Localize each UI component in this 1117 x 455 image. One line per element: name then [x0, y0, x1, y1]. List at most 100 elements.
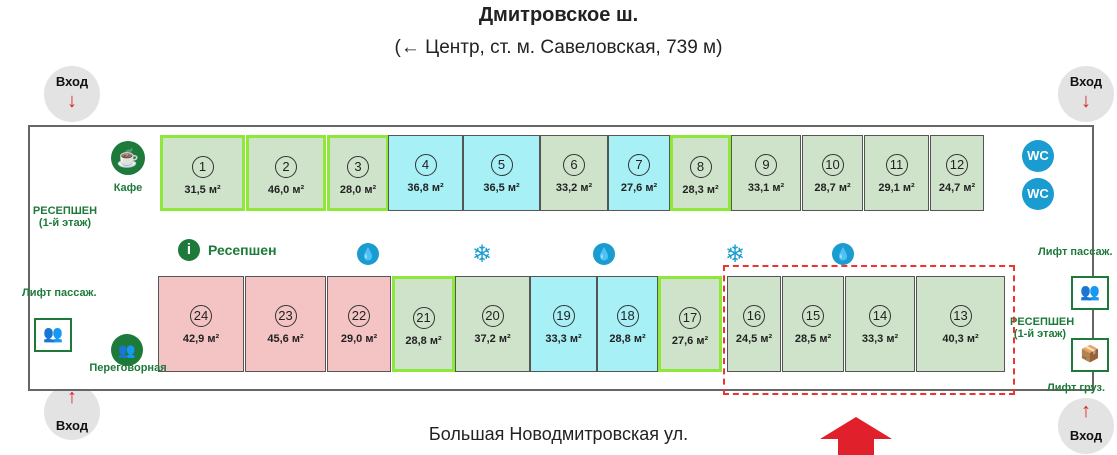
lift-cargo-label: Лифт груз. — [1047, 382, 1106, 394]
arrow-down-icon: ↓ — [67, 90, 77, 112]
office-24[interactable]: 24 42,9 м² — [158, 276, 244, 372]
office-number: 5 — [490, 154, 513, 176]
office-area: 33,3 м² — [861, 333, 899, 345]
office-area: 33,1 м² — [747, 182, 785, 194]
office-number: 15 — [802, 305, 824, 327]
office-number: 2 — [275, 156, 297, 178]
office-number: 1 — [191, 156, 214, 178]
office-4[interactable]: 4 36,8 м² — [388, 135, 463, 211]
office-area: 40,3 м² — [942, 333, 979, 345]
office-18[interactable]: 18 28,8 м² — [597, 276, 658, 372]
entrance-bottom-left: ↑Вход — [44, 384, 100, 440]
office-area: 36,8 м² — [407, 182, 444, 194]
entrance-top-left: Вход↓ — [44, 66, 100, 122]
office-number: 14 — [869, 305, 891, 327]
arrow-down-icon: ↓ — [1081, 90, 1091, 112]
office-area: 46,0 м² — [267, 184, 305, 196]
wc-icon: WC — [1022, 178, 1054, 210]
office-area: 28,0 м² — [339, 184, 377, 196]
office-area: 28,8 м² — [609, 333, 646, 345]
office-area: 27,6 м² — [671, 335, 709, 347]
office-area: 45,6 м² — [267, 333, 304, 345]
office-area: 33,2 м² — [555, 182, 593, 194]
office-area: 31,5 м² — [184, 184, 221, 196]
office-number: 8 — [689, 156, 712, 178]
wc-icon: WC — [1022, 140, 1054, 172]
office-17[interactable]: 17 27,6 м² — [658, 276, 722, 372]
reception-main-label: Ресепшен — [208, 242, 277, 258]
coffee-cup-icon: ☕ — [111, 141, 145, 175]
cafe-label: Кафе — [113, 182, 143, 194]
direction-subtitle: (← Центр, ст. м. Савеловская, 739 м) — [394, 37, 723, 58]
meeting-room-icon: 👥 — [111, 334, 143, 366]
office-number: 12 — [946, 154, 968, 176]
office-number: 11 — [885, 154, 908, 176]
water-drop-icon: 💧 — [357, 243, 379, 265]
street-title-top: Дмитровское ш. — [478, 4, 639, 26]
entrance-label: Вход — [55, 74, 89, 89]
office-number: 9 — [755, 154, 777, 176]
office-number: 24 — [190, 305, 212, 327]
big-red-arrow-icon — [820, 417, 892, 439]
office-number: 18 — [616, 305, 639, 327]
office-area: 37,2 м² — [474, 333, 511, 345]
office-number: 23 — [274, 305, 297, 327]
office-5[interactable]: 5 36,5 м² — [463, 135, 540, 211]
office-area: 29,1 м² — [878, 182, 915, 194]
office-6[interactable]: 6 33,2 м² — [540, 135, 608, 211]
office-area: 27,6 м² — [620, 182, 658, 194]
office-1[interactable]: 1 31,5 м² — [160, 135, 245, 211]
office-area: 29,0 м² — [340, 333, 378, 345]
entrance-label: Вход — [55, 418, 89, 433]
office-number: 7 — [628, 154, 650, 176]
office-8[interactable]: 8 28,3 м² — [670, 135, 731, 211]
office-number: 10 — [821, 154, 844, 176]
office-7[interactable]: 7 27,6 м² — [608, 135, 670, 211]
office-area: 24,5 м² — [735, 333, 773, 345]
office-12[interactable]: 12 24,7 м² — [930, 135, 984, 211]
office-16[interactable]: 16 24,5 м² — [727, 276, 781, 372]
office-number: 20 — [481, 305, 504, 327]
passenger-lift-icon: 👥 — [1071, 276, 1109, 310]
office-20[interactable]: 20 37,2 м² — [455, 276, 530, 372]
office-number: 13 — [949, 305, 972, 327]
entrance-label: Вход — [1069, 428, 1103, 443]
office-area: 36,5 м² — [483, 182, 520, 194]
office-number: 21 — [412, 307, 435, 329]
office-21[interactable]: 21 28,8 м² — [392, 276, 455, 372]
water-drop-icon: 💧 — [593, 243, 615, 265]
meeting-room-label: Переговорная — [89, 362, 167, 374]
office-area: 28,8 м² — [405, 335, 442, 347]
office-area: 33,3 м² — [545, 333, 582, 345]
entrance-top-right: Вход↓ — [1058, 66, 1114, 122]
office-3[interactable]: 3 28,0 м² — [327, 135, 389, 211]
office-number: 17 — [679, 307, 701, 329]
air-conditioning-icon: ❄ — [725, 241, 746, 268]
office-15[interactable]: 15 28,5 м² — [782, 276, 844, 372]
office-area: 42,9 м² — [182, 333, 220, 345]
office-area: 28,3 м² — [682, 184, 719, 196]
big-red-arrow-stem — [838, 438, 874, 455]
arrow-up-icon: ↑ — [1081, 400, 1091, 422]
office-number: 4 — [414, 154, 437, 176]
water-drop-icon: 💧 — [832, 243, 854, 265]
office-14[interactable]: 14 33,3 м² — [845, 276, 915, 372]
office-11[interactable]: 11 29,1 м² — [864, 135, 929, 211]
office-number: 16 — [743, 305, 765, 327]
office-9[interactable]: 9 33,1 м² — [731, 135, 801, 211]
info-icon: i — [178, 239, 200, 261]
office-23[interactable]: 23 45,6 м² — [245, 276, 326, 372]
office-2[interactable]: 2 46,0 м² — [246, 135, 326, 211]
office-number: 3 — [347, 156, 369, 178]
office-area: 28,5 м² — [794, 333, 832, 345]
office-number: 6 — [563, 154, 585, 176]
cargo-lift-icon: 📦 — [1071, 338, 1109, 372]
office-13[interactable]: 13 40,3 м² — [916, 276, 1005, 372]
office-area: 24,7 м² — [938, 182, 976, 194]
entrance-label: Вход — [1069, 74, 1103, 89]
street-title-bottom: Большая Новодмитровская ул. — [428, 424, 689, 444]
selected-offices-highlight — [723, 265, 1015, 395]
